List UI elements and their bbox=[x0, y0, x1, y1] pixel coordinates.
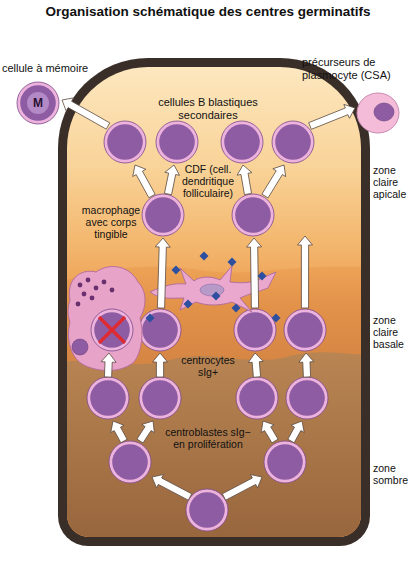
b-cell bbox=[186, 489, 228, 531]
antigen-diamond bbox=[184, 300, 193, 309]
flow-arrow bbox=[133, 165, 155, 198]
arrow-group bbox=[62, 98, 355, 500]
b-cell bbox=[234, 309, 276, 351]
flow-arrow bbox=[153, 353, 168, 377]
b-cell bbox=[104, 121, 146, 163]
b-cell bbox=[286, 377, 328, 419]
flow-arrow bbox=[248, 353, 263, 377]
b-cell bbox=[109, 441, 151, 483]
flow-arrow bbox=[261, 421, 278, 443]
antigen-diamond bbox=[228, 258, 237, 267]
flow-arrow bbox=[101, 353, 116, 377]
cell-label: CDF (cell. dendritique folliculaire) bbox=[177, 163, 239, 199]
antigen-diamond bbox=[172, 266, 181, 275]
flow-arrow bbox=[62, 98, 110, 129]
zone-bands bbox=[50, 266, 380, 560]
antigen-diamond bbox=[200, 252, 209, 261]
flow-arrow bbox=[298, 236, 313, 308]
flow-arrow bbox=[262, 165, 286, 198]
flow-arrow bbox=[288, 421, 304, 443]
antigen-diamond bbox=[146, 314, 155, 323]
b-cell bbox=[87, 377, 129, 419]
flow-arrow bbox=[222, 475, 262, 501]
flow-arrow bbox=[247, 238, 262, 308]
b-cell bbox=[284, 309, 326, 351]
memory-cell: cellule à mémoireM bbox=[2, 62, 96, 128]
cell-group-label: centroblastes sIg− en prolifération bbox=[158, 426, 258, 450]
antigen-diamond bbox=[258, 272, 267, 281]
b-cell bbox=[221, 121, 263, 163]
cell-group-label: centrocytes sIg+ bbox=[172, 354, 244, 378]
cell-group bbox=[87, 121, 328, 531]
cell-label: cellule à mémoire bbox=[2, 62, 96, 75]
b-cell bbox=[232, 194, 274, 236]
dark-zone bbox=[50, 352, 380, 560]
cell-label: macrophage avec corps tingible bbox=[80, 204, 142, 240]
b-cell bbox=[156, 121, 198, 163]
b-cell bbox=[264, 441, 306, 483]
b-cell bbox=[236, 377, 278, 419]
diagram-title: Organisation schématique des centres ger… bbox=[0, 4, 416, 20]
flow-arrow bbox=[137, 421, 154, 443]
flow-arrow bbox=[299, 353, 314, 377]
antigen-diamond bbox=[232, 304, 241, 313]
cell-label: précurseurs de plasmocyte (CSA) bbox=[302, 56, 414, 82]
flow-arrow bbox=[111, 421, 127, 443]
cell-group-label: cellules B blastiques secondaires bbox=[145, 96, 271, 122]
antigen-group bbox=[146, 252, 281, 323]
b-cell bbox=[272, 121, 314, 163]
b-cell bbox=[142, 194, 184, 236]
antigen-diamond bbox=[272, 314, 281, 323]
b-cell bbox=[139, 309, 181, 351]
tingible-body-macrophage: macrophage avec corps tingible bbox=[58, 200, 164, 378]
b-cell bbox=[139, 377, 181, 419]
flow-arrow bbox=[155, 238, 170, 308]
antigen-diamond bbox=[212, 292, 221, 301]
flow-arrow bbox=[237, 165, 252, 195]
flow-arrow bbox=[309, 104, 355, 129]
cell-letter: M bbox=[28, 96, 48, 110]
basal-light-zone bbox=[50, 266, 380, 560]
flow-arrow bbox=[164, 165, 179, 195]
zone-label: zone claire apicale bbox=[373, 164, 416, 200]
flow-arrow bbox=[152, 475, 192, 501]
zone-label: zone claire basale bbox=[373, 314, 416, 350]
zone-label: zone sombre bbox=[373, 462, 416, 486]
